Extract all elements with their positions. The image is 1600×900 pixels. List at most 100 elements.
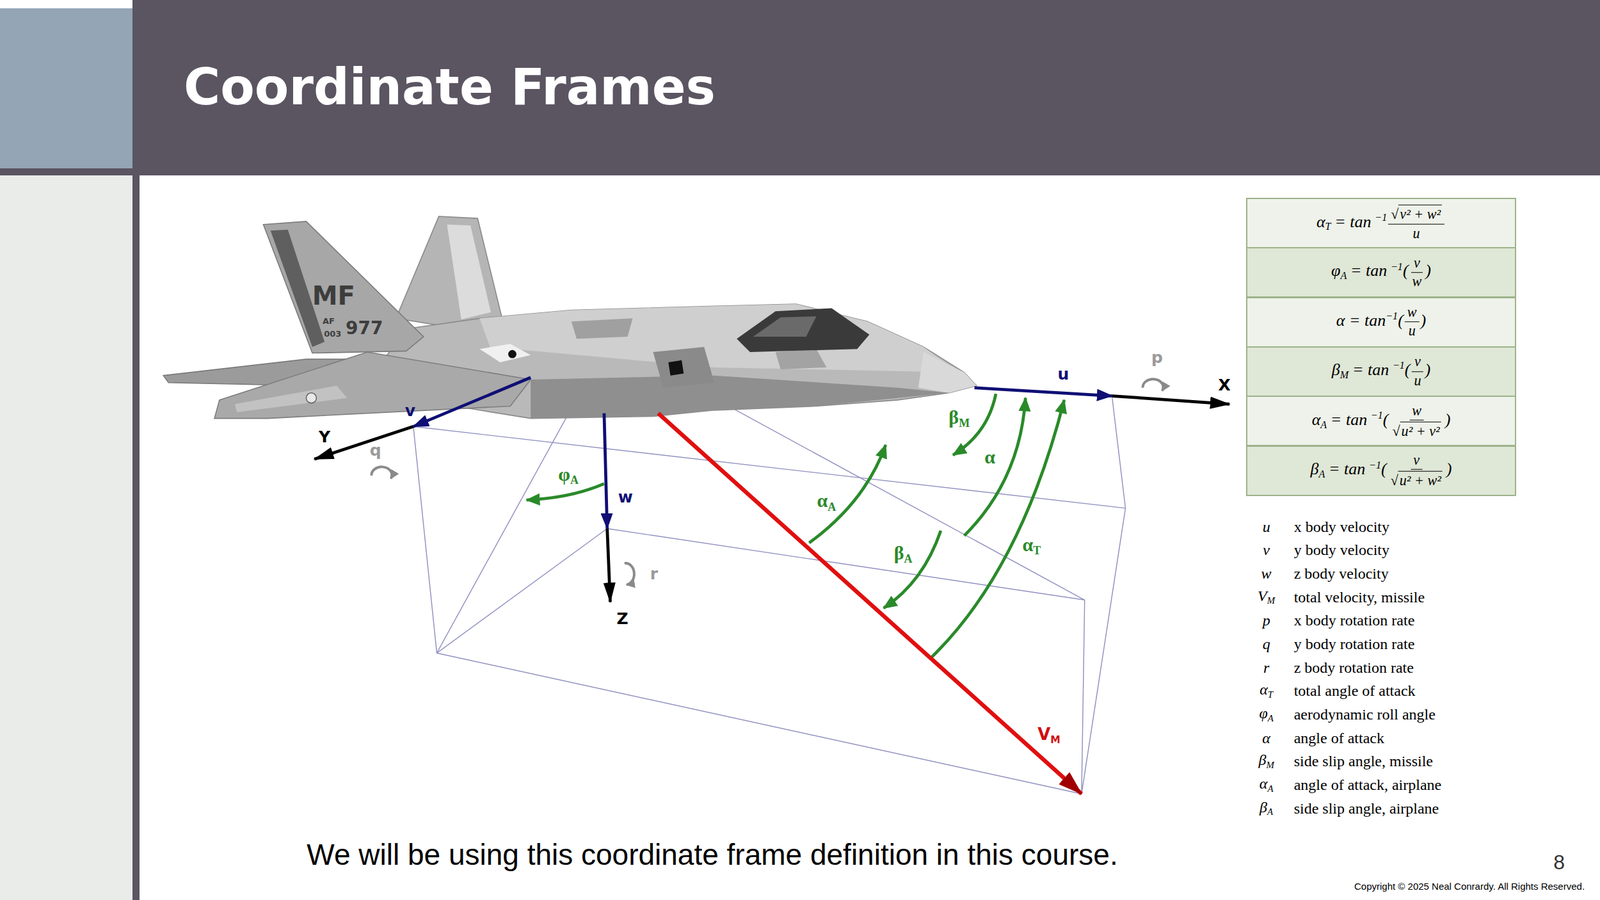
formula-text: √	[1392, 423, 1400, 440]
symbol-definition: y body rotation rate	[1294, 635, 1416, 653]
angle-arcs-part	[930, 400, 1065, 658]
numerator: √v² + w²	[1388, 204, 1445, 224]
formula: αT= tan−1√v² + w²u	[1316, 204, 1446, 242]
wireframe-box-part	[436, 652, 1081, 794]
formula-text: (	[1402, 261, 1409, 281]
symbol-definition: x body velocity	[1294, 517, 1390, 536]
rotation-icons	[371, 378, 1163, 585]
tail-marking: AF	[322, 316, 335, 325]
copyright-note: Copyright © 2025 Neal Conrardy. All Righ…	[1354, 880, 1585, 891]
jet-body-part	[508, 350, 517, 359]
formula: φA= tan−1(vw)	[1331, 255, 1432, 290]
axes-part	[413, 377, 531, 427]
symbol-definition-text: total angle of attack	[1294, 682, 1416, 699]
jet-body-part	[479, 304, 959, 373]
angle-label-text: A	[570, 474, 579, 488]
rate-label: r	[650, 564, 658, 584]
symbol-definition: total velocity, missile	[1294, 588, 1425, 606]
angle-arcs-part	[964, 398, 1026, 536]
symbol-text: A	[1267, 712, 1274, 724]
symbol-text: M	[1265, 759, 1274, 770]
axis-label-text: v	[405, 400, 416, 420]
axes-part	[314, 426, 414, 459]
symbol-definition: aerodynamic roll angle	[1294, 705, 1436, 724]
formula-text: v	[1413, 254, 1421, 271]
vector-label: VM	[1037, 724, 1061, 746]
jet-body-part	[668, 360, 684, 376]
formula: α = tan−1(wu)	[1336, 304, 1426, 340]
formula-text: w	[1411, 401, 1422, 418]
symbol-text: A	[1267, 806, 1273, 817]
wireframe-box	[413, 392, 1126, 794]
symbol-text: T	[1267, 689, 1273, 700]
formula-text: α = tan	[1336, 311, 1386, 330]
symbol-definition-text: x body velocity	[1294, 517, 1390, 535]
formula-text: A	[1318, 468, 1325, 480]
symbol: αT	[1259, 681, 1273, 701]
axis-label: w	[618, 487, 633, 507]
angle-arcs	[526, 393, 1065, 658]
wireframe-box-part	[704, 392, 1085, 601]
formula-text: M	[1340, 369, 1349, 381]
symbol-text: α	[1259, 681, 1268, 699]
denominator: w	[1409, 272, 1425, 290]
axis-label: u	[1057, 364, 1069, 383]
angle-label: φA	[558, 463, 579, 488]
symbol-text: q	[1262, 635, 1271, 653]
fraction: vu	[1411, 354, 1424, 390]
axis-label: Z	[616, 609, 628, 628]
symbol-text: M	[1267, 595, 1275, 606]
angle-label: βA	[894, 542, 913, 566]
table-row	[1246, 197, 1517, 249]
formula-text: = tan	[1334, 211, 1371, 231]
formula-text: u	[1413, 372, 1421, 389]
formula: βM= tan−1(vu)	[1331, 354, 1431, 390]
formula-text: −1	[1390, 261, 1403, 272]
jet-body	[163, 216, 977, 419]
formula-text: A	[1320, 418, 1327, 430]
vector-label-text: M	[1050, 733, 1061, 745]
formula-text: v	[1414, 353, 1421, 370]
denominator: √u² + v²	[1389, 420, 1444, 440]
slide-title: Coordinate Frames	[183, 58, 716, 116]
rate-label: p	[1151, 348, 1163, 367]
formula-text: −1	[1370, 409, 1384, 421]
jet-body-part	[479, 343, 531, 363]
header-rule	[0, 168, 1600, 176]
velocity-vector	[657, 413, 1082, 795]
axis-label-text: w	[618, 487, 633, 507]
denominator: u	[1411, 371, 1424, 389]
symbol-definition-text: aerodynamic roll angle	[1294, 705, 1436, 723]
symbol: q	[1262, 635, 1271, 653]
jet-body-part	[652, 346, 715, 388]
symbol-definition-text: x body rotation rate	[1294, 611, 1416, 629]
rotation-icons-part	[624, 563, 635, 585]
wireframe-box-part	[1081, 508, 1126, 794]
symbol: w	[1261, 565, 1272, 583]
page-number: 8	[1553, 850, 1565, 875]
symbol: α	[1262, 728, 1271, 747]
axes-part	[604, 413, 608, 529]
fraction: v√u² + w²	[1388, 452, 1446, 489]
symbol-definition-text: z body velocity	[1294, 565, 1389, 582]
wireframe-box-part	[1112, 398, 1126, 509]
axis-label: Y	[318, 427, 331, 447]
symbol: u	[1262, 517, 1271, 536]
formula-text: u² + v²	[1400, 421, 1442, 440]
header-block	[0, 8, 133, 169]
rate-label-text: r	[650, 564, 658, 584]
angle-label-text: A	[827, 500, 836, 514]
jet-body-part	[263, 221, 424, 354]
axis-label: v	[405, 400, 416, 420]
symbol-text: p	[1262, 611, 1271, 629]
rotation-icons-part	[371, 466, 392, 479]
symbol-definition: side slip angle, airplane	[1294, 799, 1440, 817]
tail-marking-text: 977	[345, 317, 383, 339]
symbol-definition-text: y body velocity	[1294, 541, 1390, 559]
symbol-text: β	[1259, 798, 1268, 816]
symbol-text: w	[1261, 565, 1272, 582]
jet-body-part	[753, 316, 817, 337]
jet-body-part	[214, 352, 531, 419]
rate-label: q	[369, 440, 382, 460]
wireframe-box-part	[413, 426, 438, 653]
